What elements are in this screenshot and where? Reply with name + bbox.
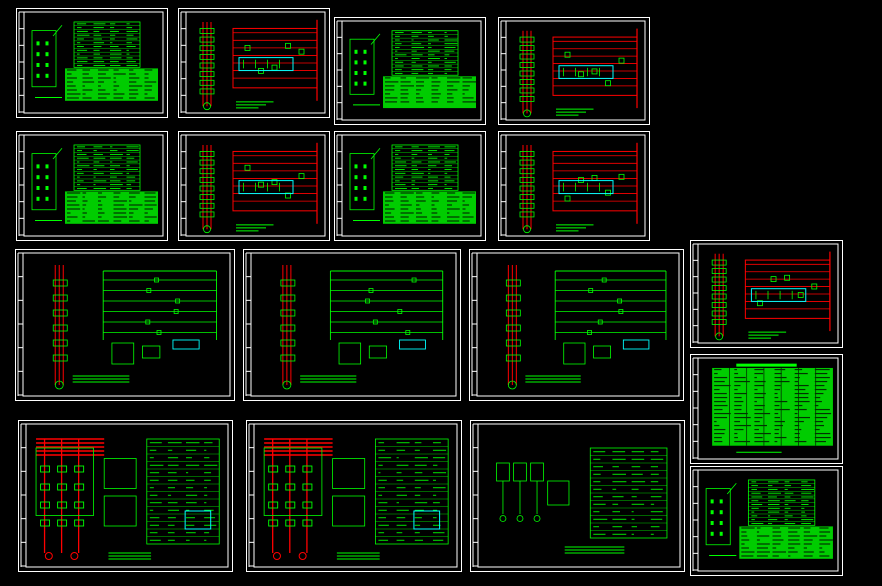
sheet-control-circuit-2-drawing xyxy=(245,252,457,397)
sheet-control-circuit-4[interactable] xyxy=(470,420,685,572)
sheet-control-circuit-1[interactable] xyxy=(15,249,235,401)
sheet-wiring-1-drawing xyxy=(180,11,326,114)
sheet-panel-layout-2[interactable] xyxy=(334,17,486,125)
sheet-power-circuit-1[interactable] xyxy=(18,420,233,572)
sheet-panel-layout-1[interactable] xyxy=(16,8,168,118)
sheet-equipment-table[interactable] xyxy=(690,354,843,464)
sheet-wiring-4[interactable] xyxy=(498,131,650,241)
sheet-wiring-2-drawing xyxy=(500,20,646,121)
sheet-power-circuit-1-drawing xyxy=(20,423,229,568)
sheet-power-circuit-2-drawing xyxy=(248,423,458,568)
sheet-wiring-1[interactable] xyxy=(178,8,330,118)
sheet-panel-layout-4[interactable] xyxy=(334,131,486,241)
sheet-control-circuit-2[interactable] xyxy=(243,249,461,401)
sheet-wiring-4-drawing xyxy=(500,134,646,237)
sheet-control-circuit-4-drawing xyxy=(472,423,681,568)
sheet-control-circuit-1-drawing xyxy=(17,252,231,397)
sheet-panel-layout-4-drawing xyxy=(336,134,482,237)
sheet-equipment-table-drawing xyxy=(692,357,839,460)
sheet-wiring-5[interactable] xyxy=(690,240,843,348)
sheet-panel-layout-5-drawing xyxy=(692,469,839,572)
sheet-wiring-5-drawing xyxy=(692,243,839,344)
sheet-panel-layout-3-drawing xyxy=(18,134,164,237)
sheet-control-circuit-3-drawing xyxy=(471,252,680,397)
sheet-panel-layout-5[interactable] xyxy=(690,466,843,576)
sheet-wiring-3[interactable] xyxy=(178,131,330,241)
sheet-panel-layout-3[interactable] xyxy=(16,131,168,241)
sheet-control-circuit-3[interactable] xyxy=(469,249,684,401)
sheet-power-circuit-2[interactable] xyxy=(246,420,462,572)
sheet-wiring-2[interactable] xyxy=(498,17,650,125)
sheet-panel-layout-1-drawing xyxy=(18,11,164,114)
sheet-panel-layout-2-drawing xyxy=(336,20,482,121)
sheet-wiring-3-drawing xyxy=(180,134,326,237)
